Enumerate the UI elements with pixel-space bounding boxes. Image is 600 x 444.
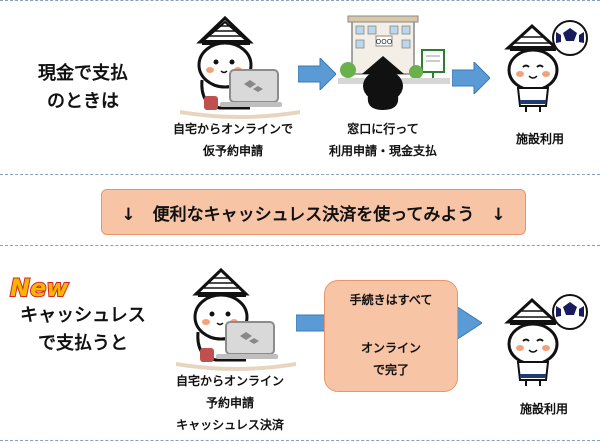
- bottom-step3-caption: 施設利用: [519, 402, 568, 416]
- divider-middle: [0, 174, 600, 175]
- top-heading: 現金で支払 のときは: [18, 60, 148, 116]
- divider-bottom: [0, 440, 600, 441]
- flow-arrow-1: [298, 58, 336, 90]
- online-box-line3: で完了: [372, 363, 409, 377]
- mascot-soccer-illustration-bottom: [504, 294, 588, 386]
- bottom-step1-line2: 予約申請: [205, 396, 254, 410]
- top-step2-line2: 利用申請・現金支払: [328, 144, 437, 158]
- top-step1-line1: 自宅からオンラインで: [172, 122, 293, 136]
- new-logo: New: [9, 273, 70, 302]
- online-box-line2: オンライン: [360, 341, 421, 355]
- divider-lower: [0, 245, 600, 246]
- top-step2-caption: 窓口に行って 利用申請・現金支払: [318, 118, 448, 162]
- city-office-illustration: OOO: [338, 15, 450, 110]
- cashless-banner: ↓ 便利なキャッシュレス決済を使ってみよう ↓: [101, 189, 526, 235]
- new-logo-text: New: [10, 274, 69, 302]
- mascot-soccer-illustration-top: [504, 20, 588, 112]
- bottom-step1-line3: キャッシュレス決済: [176, 418, 284, 432]
- top-heading-line2: のときは: [47, 91, 119, 112]
- flow-arrow-2: [452, 62, 490, 94]
- online-complete-box: 手続きはすべて オンライン で完了: [324, 280, 458, 392]
- bottom-step1-line1: 自宅からオンライン: [175, 374, 284, 388]
- online-box-line1: 手続きはすべて: [349, 293, 433, 307]
- mascot-laptop-illustration: [180, 15, 300, 119]
- bottom-step1-caption: 自宅からオンライン 予約申請 キャッシュレス決済: [160, 370, 300, 436]
- top-step3-caption: 施設利用: [515, 132, 564, 146]
- divider-top: [0, 0, 600, 1]
- top-step1-line2: 仮予約申請: [202, 144, 263, 158]
- bottom-heading: キャッシュレス で支払うと: [8, 302, 158, 358]
- online-box-line2-group: オンライン で完了: [325, 337, 457, 381]
- top-heading-line1: 現金で支払: [38, 63, 128, 84]
- bottom-heading-line1: キャッシュレス: [20, 305, 146, 326]
- building-sign: OOO: [376, 38, 393, 46]
- bottom-heading-line2: で支払うと: [38, 333, 128, 354]
- mascot-laptop-illustration-bottom: [176, 267, 296, 371]
- top-step2-line1: 窓口に行って: [347, 122, 419, 136]
- top-step1-caption: 自宅からオンラインで 仮予約申請: [158, 118, 308, 162]
